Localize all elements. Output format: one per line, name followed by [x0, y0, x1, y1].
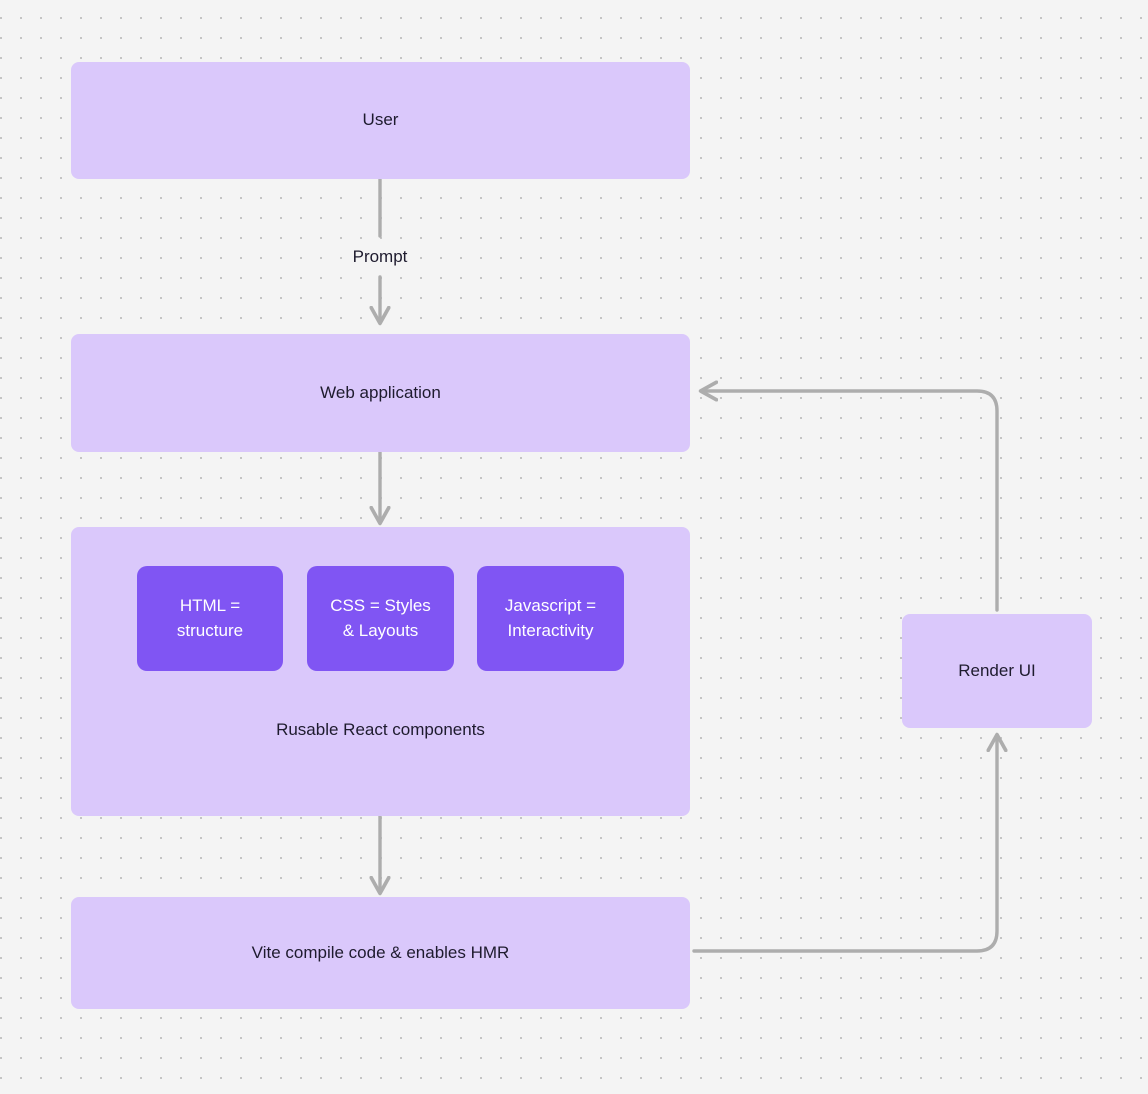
node-web-application-label: Web application — [320, 382, 441, 402]
node-vite[interactable]: Vite compile code & enables HMR — [71, 897, 690, 1009]
edge-vite-to-render-ui — [692, 736, 997, 953]
node-web-application[interactable]: Web application — [71, 334, 690, 452]
edge-render-ui-to-web-application — [702, 391, 999, 612]
chip-javascript-label: Javascript = Interactivity — [504, 596, 597, 640]
node-user-label: User — [362, 110, 399, 130]
chip-javascript[interactable]: Javascript = Interactivity — [477, 566, 624, 671]
edge-label-prompt: Prompt — [346, 246, 414, 268]
chip-html[interactable]: HTML = structure — [137, 566, 283, 671]
node-user[interactable]: User — [71, 62, 690, 179]
chip-html-label: HTML = structure — [176, 596, 244, 640]
group-reusable-react-components[interactable]: HTML = structure CSS = Styles & Layouts … — [71, 527, 690, 816]
node-render-ui[interactable]: Render UI — [902, 614, 1092, 728]
chip-css[interactable]: CSS = Styles & Layouts — [307, 566, 454, 671]
node-vite-label: Vite compile code & enables HMR — [251, 942, 510, 962]
group-caption-reusable-react-components: Rusable React components — [276, 720, 485, 739]
chip-css-label: CSS = Styles & Layouts — [330, 596, 431, 640]
node-render-ui-label: Render UI — [958, 660, 1036, 680]
